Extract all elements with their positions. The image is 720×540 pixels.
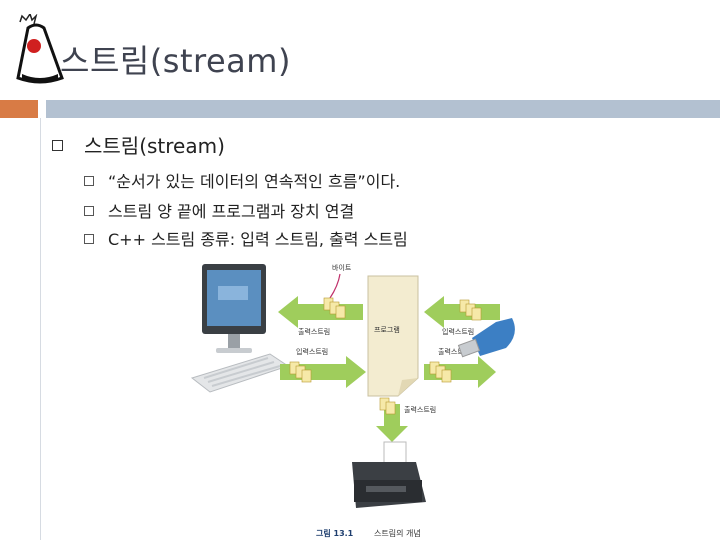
main-bullet-text: 스트림(stream) xyxy=(84,134,225,158)
usb-drive-icon xyxy=(457,318,515,358)
title-divider-bar xyxy=(46,100,720,118)
sub-bullet-text: “순서가 있는 데이터의 연속적인 흐름”이다. xyxy=(108,172,401,191)
data-sheets-icon xyxy=(289,297,482,415)
output-stream-bottom-label: 출력스트림 xyxy=(404,405,436,414)
figure-caption-text: 스트림의 개념 xyxy=(374,528,421,538)
duke-mascot-logo xyxy=(16,14,64,84)
byte-pointer-arrow xyxy=(329,273,341,299)
bullet-square-icon xyxy=(52,140,63,151)
stream-concept-figure: 바이트 프로그램 출력스트림 입력스트림 입력스트림 출력스트림 xyxy=(190,263,515,538)
figure-caption-number: 그림 13.1 xyxy=(316,528,354,538)
sub-bullet-text: 스트림 양 끝에 프로그램과 장치 연결 xyxy=(108,202,355,221)
sub-bullet-text: C++ 스트림 종류: 입력 스트림, 출력 스트림 xyxy=(108,230,408,249)
monitor-icon xyxy=(202,264,266,353)
input-stream-left-label: 입력스트림 xyxy=(296,348,328,356)
sub-bullet-box-icon xyxy=(84,234,94,244)
byte-label: 바이트 xyxy=(332,263,352,272)
keyboard-icon xyxy=(190,353,290,393)
program-document-icon xyxy=(367,275,419,397)
input-stream-right-label: 입력스트림 xyxy=(442,328,474,336)
sub-bullet-box-icon xyxy=(84,176,94,186)
left-margin-line xyxy=(40,118,41,540)
sub-bullet-3: C++ 스트림 종류: 입력 스트림, 출력 스트림 xyxy=(84,226,408,250)
title-accent-bar xyxy=(0,100,38,118)
printer-icon xyxy=(352,441,426,508)
sub-bullet-1: “순서가 있는 데이터의 연속적인 흐름”이다. xyxy=(84,168,400,192)
output-stream-right-label: 출력스트림 xyxy=(438,347,470,356)
output-stream-left-label: 출력스트림 xyxy=(298,327,330,336)
sub-bullet-box-icon xyxy=(84,206,94,216)
slide-title: 스트림(stream) xyxy=(60,42,291,80)
output-stream-left-arrow xyxy=(278,296,363,328)
program-label: 프로그램 xyxy=(374,326,400,334)
sub-bullet-2: 스트림 양 끝에 프로그램과 장치 연결 xyxy=(84,198,354,222)
